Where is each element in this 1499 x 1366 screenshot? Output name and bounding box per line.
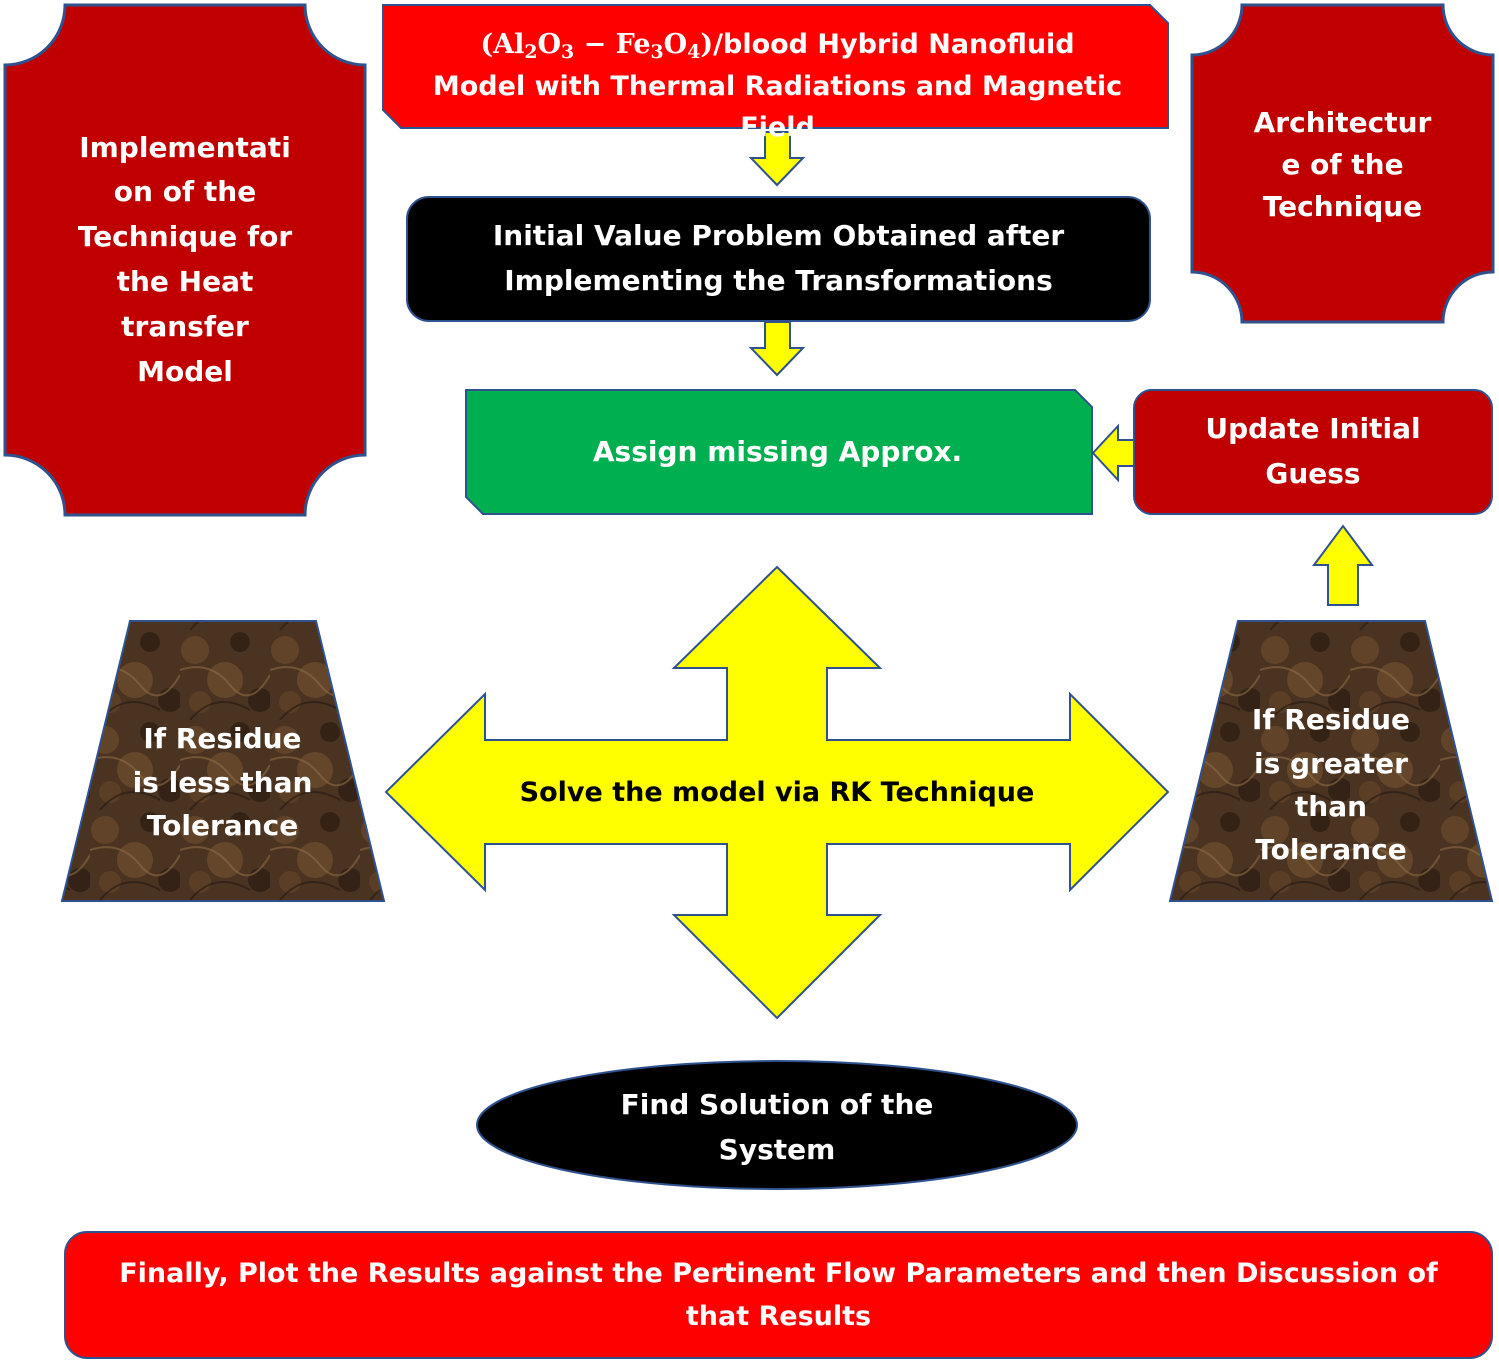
- title-line-2: Model with Thermal Radiations and Magnet…: [432, 70, 1123, 102]
- four-way-arrow-shape: [384, 565, 1170, 1020]
- down-arrow-1: [748, 131, 806, 187]
- title-formula-o1-sub: 3: [561, 40, 575, 63]
- update-box-shape: [1133, 389, 1493, 515]
- title-formula-fe-sub: 3: [650, 40, 664, 63]
- title-formula-rest: /blood Hybrid Nanofluid: [713, 28, 1075, 60]
- solution-ellipse-shape: [476, 1060, 1078, 1190]
- solution-ellipse-label: Find Solution of the System: [620, 1087, 934, 1166]
- title-box-shape: [382, 4, 1169, 129]
- left-panel-shape: [3, 3, 367, 517]
- right-panel-shape: [1190, 3, 1495, 324]
- solve-arrow-label: Solve the model via RK Technique: [519, 776, 1035, 808]
- down-arrow-2: [748, 321, 806, 377]
- up-arrow: [1312, 524, 1374, 606]
- title-box-label: (Al2O3 − Fe3O4)/blood Hybrid Nanofluid M…: [395, 0, 1160, 144]
- left-trapezoid-label: If Residue is less than Tolerance: [132, 722, 313, 843]
- right-trapezoid-label: If Residue is greater than Tolerance: [1251, 703, 1411, 867]
- title-formula-minus: −: [574, 28, 616, 60]
- left-arrow: [1091, 423, 1139, 483]
- title-formula-fe: Fe: [615, 28, 651, 60]
- ivp-box-label: Initial Value Problem Obtained after Imp…: [492, 219, 1065, 297]
- bottom-box-shape: [64, 1231, 1493, 1359]
- title-formula-line: (Al2O3 − Fe3O4)/blood Hybrid Nanofluid: [480, 0, 1074, 66]
- assign-box-shape: [465, 389, 1093, 515]
- assign-box-label: Assign missing Approx.: [592, 434, 963, 468]
- title-formula-o1: O: [537, 28, 562, 60]
- title-formula-o2: O: [663, 28, 688, 60]
- title-line-3: Field: [740, 112, 815, 144]
- title-open-paren: (: [480, 28, 494, 60]
- left-trapezoid-shape: [60, 620, 386, 902]
- update-box-label: Update Initial Guess: [1205, 412, 1421, 490]
- right-panel-label: Architectur e of the Technique: [1253, 106, 1432, 223]
- right-trapezoid-shape: [1168, 620, 1494, 902]
- title-formula-al: Al: [493, 28, 525, 60]
- title-close-paren: ): [700, 28, 714, 60]
- title-formula-al-sub: 2: [524, 40, 538, 63]
- left-panel-label: Implementati on of the Technique for the…: [77, 130, 293, 388]
- title-formula-o2-sub: 4: [687, 40, 701, 63]
- bottom-box-label: Finally, Plot the Results against the Pe…: [119, 1257, 1438, 1332]
